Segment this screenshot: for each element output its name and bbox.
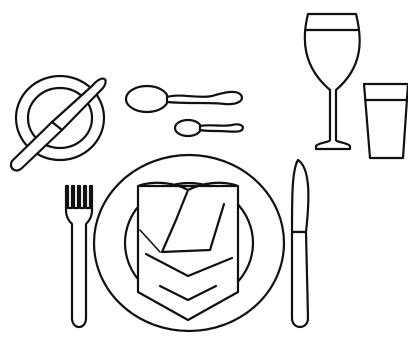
wine-glass bbox=[305, 14, 360, 149]
soup-spoon bbox=[126, 86, 242, 112]
folded-napkin bbox=[138, 183, 238, 320]
dinner-knife bbox=[292, 160, 308, 327]
dinner-fork bbox=[66, 186, 92, 327]
water-tumbler bbox=[364, 84, 408, 158]
teaspoon bbox=[175, 120, 243, 136]
